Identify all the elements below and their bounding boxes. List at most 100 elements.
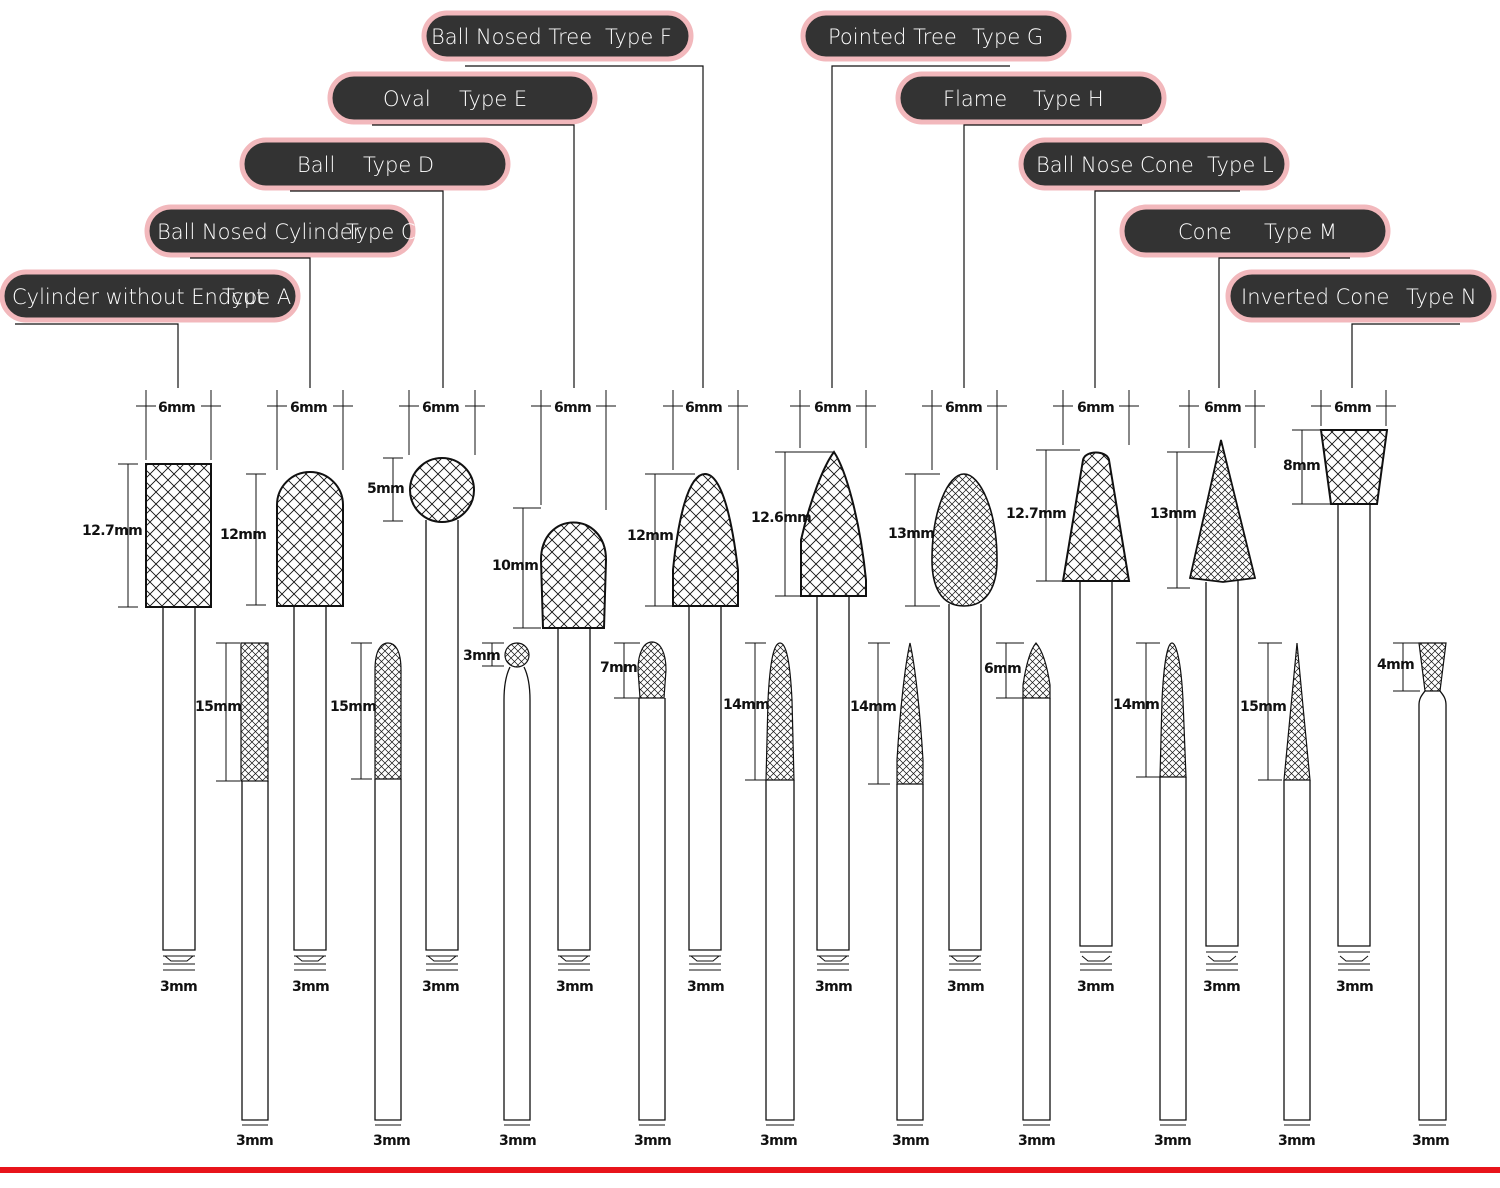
leader-line-a xyxy=(15,323,179,388)
label-type-l: Ball Nose Cone Type L xyxy=(1018,137,1290,191)
label-type-m: Cone Type M xyxy=(1119,204,1391,258)
label-name: Ball Nose Cone xyxy=(1036,153,1194,177)
shank-dim: 6mm xyxy=(1204,400,1241,416)
shank-dim: 6mm xyxy=(290,400,327,416)
head-dim: 15mm xyxy=(330,699,376,715)
head-dim: 12mm xyxy=(220,527,266,543)
leader-line-c xyxy=(190,257,311,388)
large-bit-type-e: 6mm 10mm 3mm xyxy=(492,390,616,995)
shank-dim: 6mm xyxy=(685,400,722,416)
label-name: Oval xyxy=(383,87,431,111)
pill-bg xyxy=(800,10,1072,62)
label-name: Ball Nosed Tree xyxy=(431,25,592,49)
head-dim: 5mm xyxy=(367,481,404,497)
label-type-a: Cylinder without Endcut Type A xyxy=(0,269,301,323)
head-dim: 12.7mm xyxy=(1006,506,1066,522)
shank-dim: 3mm xyxy=(1154,1133,1191,1149)
small-bit-6: 14mm 3mm xyxy=(850,642,930,1149)
head-dim: 7mm xyxy=(600,660,637,676)
label-name: Ball xyxy=(297,153,335,177)
head-dim: 13mm xyxy=(1150,506,1196,522)
large-bit-type-c: 6mm 12mm 3mm xyxy=(220,390,353,995)
large-bit-type-a: 6mm 12.7mm 3mm xyxy=(82,390,221,995)
tip-dim: 3mm xyxy=(1203,979,1240,995)
label-name: Inverted Cone xyxy=(1241,285,1389,309)
tip-dim: 3mm xyxy=(687,979,724,995)
leader-lines xyxy=(15,65,1460,388)
large-bit-type-h: 6mm 13mm 3mm xyxy=(888,390,1007,995)
shank-dim: 3mm xyxy=(1412,1133,1449,1149)
label-name: Flame xyxy=(943,87,1007,111)
label-type-f: Ball Nosed Tree Type F xyxy=(421,10,694,62)
shank-dim: 6mm xyxy=(1334,400,1371,416)
shank-dim: 3mm xyxy=(1018,1133,1055,1149)
tip-dim: 3mm xyxy=(422,979,459,995)
leader-line-h xyxy=(963,124,1142,388)
label-type: Type C xyxy=(346,220,416,244)
pill-bg xyxy=(144,204,416,258)
large-bit-type-l: 6mm 12.7mm 3mm xyxy=(1006,390,1139,995)
label-type: Type L xyxy=(1207,153,1274,177)
label-type: Type D xyxy=(363,153,434,177)
label-type: Type N xyxy=(1406,285,1477,309)
pill-bg xyxy=(1018,137,1290,191)
label-type: Type A xyxy=(222,285,291,309)
pill-bg xyxy=(239,137,511,191)
pill-bg xyxy=(421,10,694,62)
label-type-d: Ball Type D xyxy=(239,137,511,191)
small-bit-5: 14mm 3mm xyxy=(723,642,798,1149)
shank-dim: 3mm xyxy=(236,1133,273,1149)
shank-dim: 3mm xyxy=(373,1133,410,1149)
shank-dim: 6mm xyxy=(945,400,982,416)
pill-bg xyxy=(1119,204,1391,258)
shank-dim: 3mm xyxy=(1278,1133,1315,1149)
head-dim: 10mm xyxy=(492,558,538,574)
small-bit-3: 3mm 3mm xyxy=(463,642,537,1149)
pill-bg xyxy=(1225,269,1497,323)
head-dim: 15mm xyxy=(195,699,241,715)
leader-line-f xyxy=(465,65,704,388)
large-bit-type-g: 6mm 12.6mm 3mm xyxy=(751,390,876,995)
tip-dim: 3mm xyxy=(160,979,197,995)
head-dim: 14mm xyxy=(1113,697,1159,713)
head-dim: 13mm xyxy=(888,526,934,542)
leader-line-e xyxy=(372,124,575,388)
label-type: Type M xyxy=(1264,220,1337,244)
label-name: Pointed Tree xyxy=(828,25,957,49)
small-bit-1: 15mm 3mm xyxy=(195,642,274,1149)
shank-dim: 6mm xyxy=(158,400,195,416)
shank-dim: 3mm xyxy=(499,1133,536,1149)
head-dim: 4mm xyxy=(1377,657,1414,673)
label-name: Cone xyxy=(1178,220,1232,244)
label-name: Cylinder without Endcut xyxy=(12,285,264,309)
small-bit-10: 4mm 3mm xyxy=(1377,642,1450,1149)
tip-dim: 3mm xyxy=(1077,979,1114,995)
leader-line-l xyxy=(1094,190,1240,388)
label-type: Type E xyxy=(459,87,527,111)
leader-line-d xyxy=(290,190,444,388)
shank-dim: 6mm xyxy=(814,400,851,416)
large-bit-type-f: 6mm 12mm 3mm xyxy=(627,390,748,995)
head-dim: 12mm xyxy=(627,528,673,544)
head-dim: 3mm xyxy=(463,648,500,664)
label-type-e: Oval Type E xyxy=(327,71,598,125)
shank-dim: 3mm xyxy=(892,1133,929,1149)
head-dim: 15mm xyxy=(1240,699,1286,715)
small-bit-9: 15mm 3mm xyxy=(1240,642,1316,1149)
small-bit-8: 14mm 3mm xyxy=(1113,642,1192,1149)
shank-dim: 3mm xyxy=(634,1133,671,1149)
pill-bg xyxy=(0,269,301,323)
label-type-n: Inverted Cone Type N xyxy=(1225,269,1497,323)
tip-dim: 3mm xyxy=(947,979,984,995)
shank-dim: 6mm xyxy=(1077,400,1114,416)
label-type: Type F xyxy=(605,25,672,49)
large-bit-type-d: 6mm 5mm 3mm xyxy=(367,390,485,995)
head-dim: 6mm xyxy=(984,661,1021,677)
label-name: Ball Nosed Cylinder xyxy=(157,220,362,244)
tip-dim: 3mm xyxy=(292,979,329,995)
pill-bg xyxy=(327,71,598,125)
shank-dim: 6mm xyxy=(422,400,459,416)
head-dim: 12.6mm xyxy=(751,510,811,526)
small-bit-7: 6mm 3mm xyxy=(984,642,1056,1149)
